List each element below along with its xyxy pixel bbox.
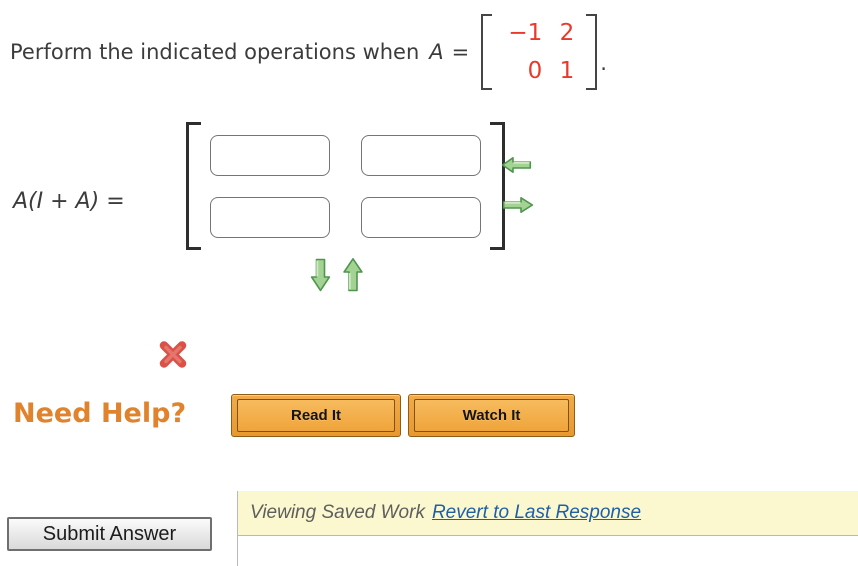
matrix-variable-a: A bbox=[429, 40, 444, 64]
arrow-right-icon[interactable] bbox=[502, 196, 534, 214]
right-bracket bbox=[490, 122, 505, 250]
revert-to-last-response-link[interactable]: Revert to Last Response bbox=[431, 502, 642, 523]
arrow-left-icon[interactable] bbox=[501, 156, 532, 174]
arrow-up-icon[interactable] bbox=[343, 257, 363, 292]
submit-answer-button[interactable]: Submit Answer bbox=[7, 517, 212, 551]
answer-input-r2c2[interactable] bbox=[361, 196, 481, 238]
answer-expression-label: A(I + A)= bbox=[13, 189, 125, 214]
arrow-down-icon[interactable] bbox=[310, 258, 331, 292]
need-help-label: Need Help? bbox=[13, 398, 187, 429]
answer-matrix-grid bbox=[210, 122, 481, 250]
answer-matrix bbox=[186, 122, 505, 250]
expression: A(I + A) bbox=[13, 189, 100, 214]
equals-sign: = bbox=[106, 189, 125, 214]
matrix-a-r1c1: −1 bbox=[508, 20, 543, 46]
matrix-a-r2c1: 0 bbox=[527, 58, 543, 84]
answer-input-r2c1[interactable] bbox=[210, 196, 330, 238]
saved-work-banner: Viewing Saved Work Revert to Last Respon… bbox=[238, 491, 858, 536]
period: . bbox=[600, 51, 607, 75]
matrix-a-values: −1 2 0 1 bbox=[492, 14, 586, 90]
read-it-button[interactable]: Read It bbox=[231, 394, 401, 437]
read-it-label: Read It bbox=[237, 399, 395, 432]
prompt-text: Perform the indicated operations when bbox=[10, 40, 420, 64]
matrix-a-r2c2: 1 bbox=[559, 58, 575, 84]
matrix-a-display: −1 2 0 1 bbox=[481, 14, 598, 90]
right-bracket bbox=[586, 14, 598, 90]
watch-it-label: Watch It bbox=[414, 399, 569, 432]
equals-sign: = bbox=[451, 40, 470, 64]
watch-it-button[interactable]: Watch It bbox=[408, 394, 575, 437]
saved-work-panel: Viewing Saved Work Revert to Last Respon… bbox=[237, 491, 858, 566]
left-bracket bbox=[481, 14, 493, 90]
saved-work-status: Viewing Saved Work bbox=[250, 502, 425, 523]
left-bracket bbox=[186, 122, 201, 250]
incorrect-x-icon bbox=[159, 341, 187, 368]
question-prompt: Perform the indicated operations when A … bbox=[10, 6, 607, 98]
matrix-a-r1c2: 2 bbox=[559, 20, 575, 46]
answer-input-r1c1[interactable] bbox=[210, 134, 330, 176]
answer-input-r1c2[interactable] bbox=[361, 134, 481, 176]
